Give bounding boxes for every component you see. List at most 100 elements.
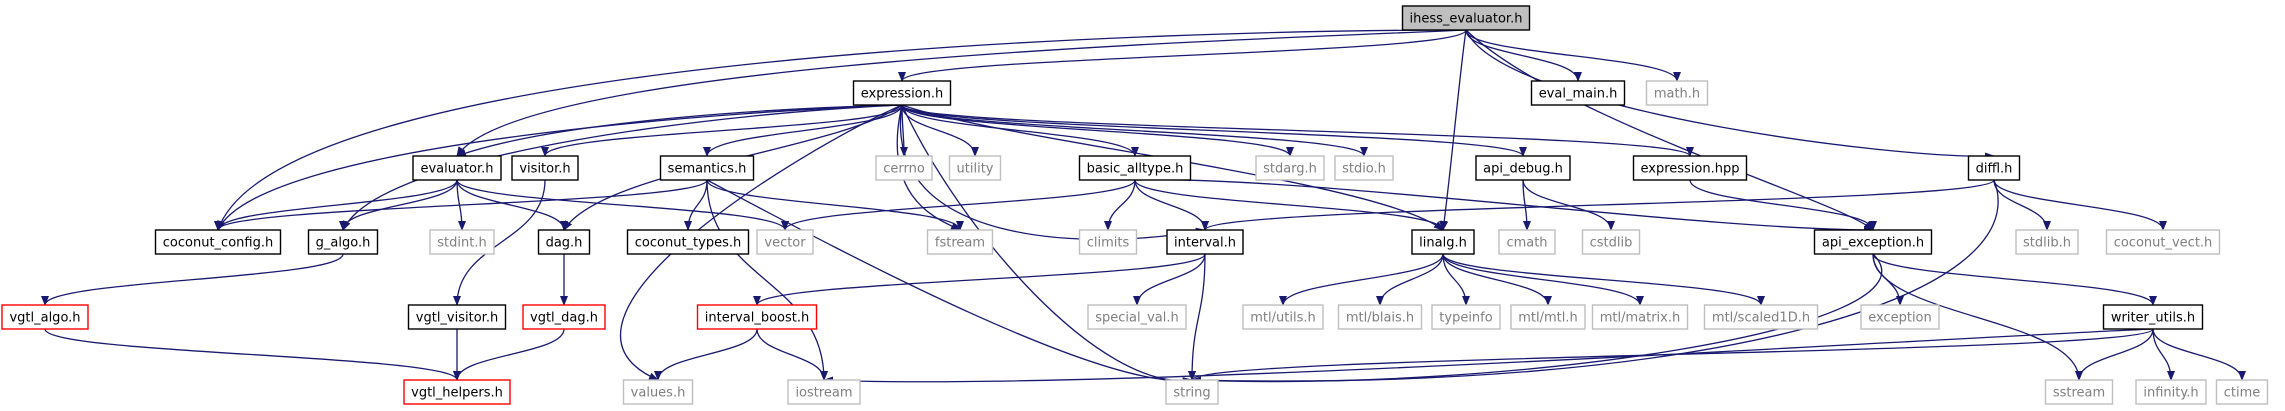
node-special_val: special_val.h <box>1087 304 1187 330</box>
node-exception: exception <box>1860 304 1940 330</box>
edge-linalg-to-mtl_mtl <box>1442 253 1552 306</box>
edge-line <box>541 104 903 157</box>
edge-line <box>901 104 1527 157</box>
edge-line <box>456 179 568 231</box>
node-interval[interactable]: interval.h <box>1166 229 1244 255</box>
node-vector: vector <box>756 229 814 255</box>
node-ihess_evaluator[interactable]: ihess_evaluator.h <box>1401 5 1531 31</box>
node-label: vgtl_visitor.h <box>416 311 498 326</box>
node-vgtl_dag[interactable]: vgtl_dag.h <box>522 304 606 330</box>
node-semantics[interactable]: semantics.h <box>659 155 755 181</box>
edge-line <box>703 104 903 157</box>
edge-line <box>706 179 828 381</box>
edge-writer_utils-to-ctime <box>2152 328 2246 381</box>
node-label: eval_main.h <box>1539 87 1618 102</box>
edge-line <box>456 29 1467 157</box>
node-box <box>2102 304 2204 330</box>
node-box <box>1078 229 1138 255</box>
node-label: typeinfo <box>1439 311 1492 326</box>
node-basic_alltype[interactable]: basic_alltype.h <box>1078 155 1192 181</box>
node-label: special_val.h <box>1095 311 1179 326</box>
edge-ihess_evaluator-to-evaluator <box>456 29 1467 157</box>
edge-line <box>1993 179 2051 231</box>
edge-interval_boost-to-values <box>654 328 758 381</box>
node-box <box>1475 155 1571 181</box>
edge-line <box>453 328 565 381</box>
edge-basic_alltype-to-climits <box>1104 179 1136 231</box>
node-box <box>1411 229 1475 255</box>
node-box <box>622 379 694 405</box>
node-expression_h[interactable]: expression.h <box>852 80 952 106</box>
node-box <box>1860 304 1940 330</box>
edge-line <box>217 29 1467 231</box>
node-box <box>1087 304 1187 330</box>
node-label: linalg.h <box>1419 236 1467 251</box>
node-expression_hpp[interactable]: expression.hpp <box>1632 155 1748 181</box>
node-coconut_vect: coconut_vect.h <box>2105 229 2221 255</box>
node-label: mtl/mtl.h <box>1518 311 1578 326</box>
node-eval_main[interactable]: eval_main.h <box>1530 80 1626 106</box>
node-label: dag.h <box>546 236 583 251</box>
node-label: vector <box>764 236 806 251</box>
node-label: vgtl_dag.h <box>530 311 598 326</box>
node-box <box>2105 229 2221 255</box>
edge-line <box>756 328 828 381</box>
edge-writer_utils-to-infinity <box>2152 328 2175 381</box>
edge-expression_h-to-visitor <box>541 104 903 157</box>
node-mtl_scaled1d: mtl/scaled1D.h <box>1703 304 1819 330</box>
node-linalg[interactable]: linalg.h <box>1411 229 1475 255</box>
edge-line <box>1188 253 1206 381</box>
edge-line <box>1522 179 1615 231</box>
node-label: stdio.h <box>1342 162 1386 177</box>
node-interval_boost[interactable]: interval_boost.h <box>696 304 818 330</box>
edge-expression_h-to-api_debug <box>901 104 1527 157</box>
node-box <box>403 379 511 405</box>
edge-diffl-to-string <box>1191 179 1999 385</box>
edge-interval_boost-to-iostream <box>756 328 828 381</box>
node-mtl_blais: mtl/blais.h <box>1337 304 1423 330</box>
edge-line <box>1440 29 1467 231</box>
node-box <box>522 304 606 330</box>
node-box <box>1591 304 1689 330</box>
edge-semantics-to-fstream <box>706 179 964 231</box>
edge-line <box>2152 328 2246 381</box>
node-ctime: ctime <box>2215 379 2269 405</box>
node-diffl[interactable]: diffl.h <box>1967 155 2021 181</box>
node-coconut_types[interactable]: coconut_types.h <box>626 229 750 255</box>
edge-evaluator-to-dag <box>456 179 568 231</box>
edge-writer_utils-to-sstream <box>2075 328 2154 381</box>
node-box <box>875 155 933 181</box>
node-writer_utils[interactable]: writer_utils.h <box>2102 304 2204 330</box>
node-visitor[interactable]: visitor.h <box>511 155 579 181</box>
edge-expression_h-to-evaluator <box>456 104 903 157</box>
edge-expression_hpp-to-api_exception <box>1689 179 1877 231</box>
node-box <box>1401 5 1531 31</box>
node-coconut_config[interactable]: coconut_config.h <box>154 229 282 255</box>
node-api_debug[interactable]: api_debug.h <box>1475 155 1571 181</box>
node-box <box>1813 229 1933 255</box>
edge-api_exception-to-sstream <box>1872 253 2083 381</box>
node-vgtl_helpers[interactable]: vgtl_helpers.h <box>403 379 511 405</box>
edge-line <box>901 104 1139 157</box>
node-evaluator[interactable]: evaluator.h <box>412 155 502 181</box>
edge-line <box>217 104 903 231</box>
node-box <box>852 80 952 106</box>
node-label: cmath <box>1506 236 1547 251</box>
edge-basic_alltype-to-linalg <box>1134 179 1447 231</box>
edge-line <box>1442 253 1552 306</box>
node-label: coconut_vect.h <box>2114 236 2213 251</box>
node-dag[interactable]: dag.h <box>537 229 591 255</box>
node-mtl_utils: mtl/utils.h <box>1242 304 1324 330</box>
node-mtl_matrix: mtl/matrix.h <box>1591 304 1689 330</box>
edge-line <box>901 104 979 157</box>
node-label: vgtl_algo.h <box>9 311 80 326</box>
node-vgtl_visitor[interactable]: vgtl_visitor.h <box>407 304 507 330</box>
edge-writer_utils-to-iostream <box>823 328 2154 385</box>
node-label: visitor.h <box>519 162 570 177</box>
node-label: mtl/blais.h <box>1346 311 1414 326</box>
node-vgtl_algo[interactable]: vgtl_algo.h <box>1 304 89 330</box>
node-box <box>2135 379 2207 405</box>
node-api_exception[interactable]: api_exception.h <box>1813 229 1933 255</box>
node-g_algo[interactable]: g_algo.h <box>307 229 379 255</box>
edge-expression_h-to-basic_alltype <box>901 104 1139 157</box>
